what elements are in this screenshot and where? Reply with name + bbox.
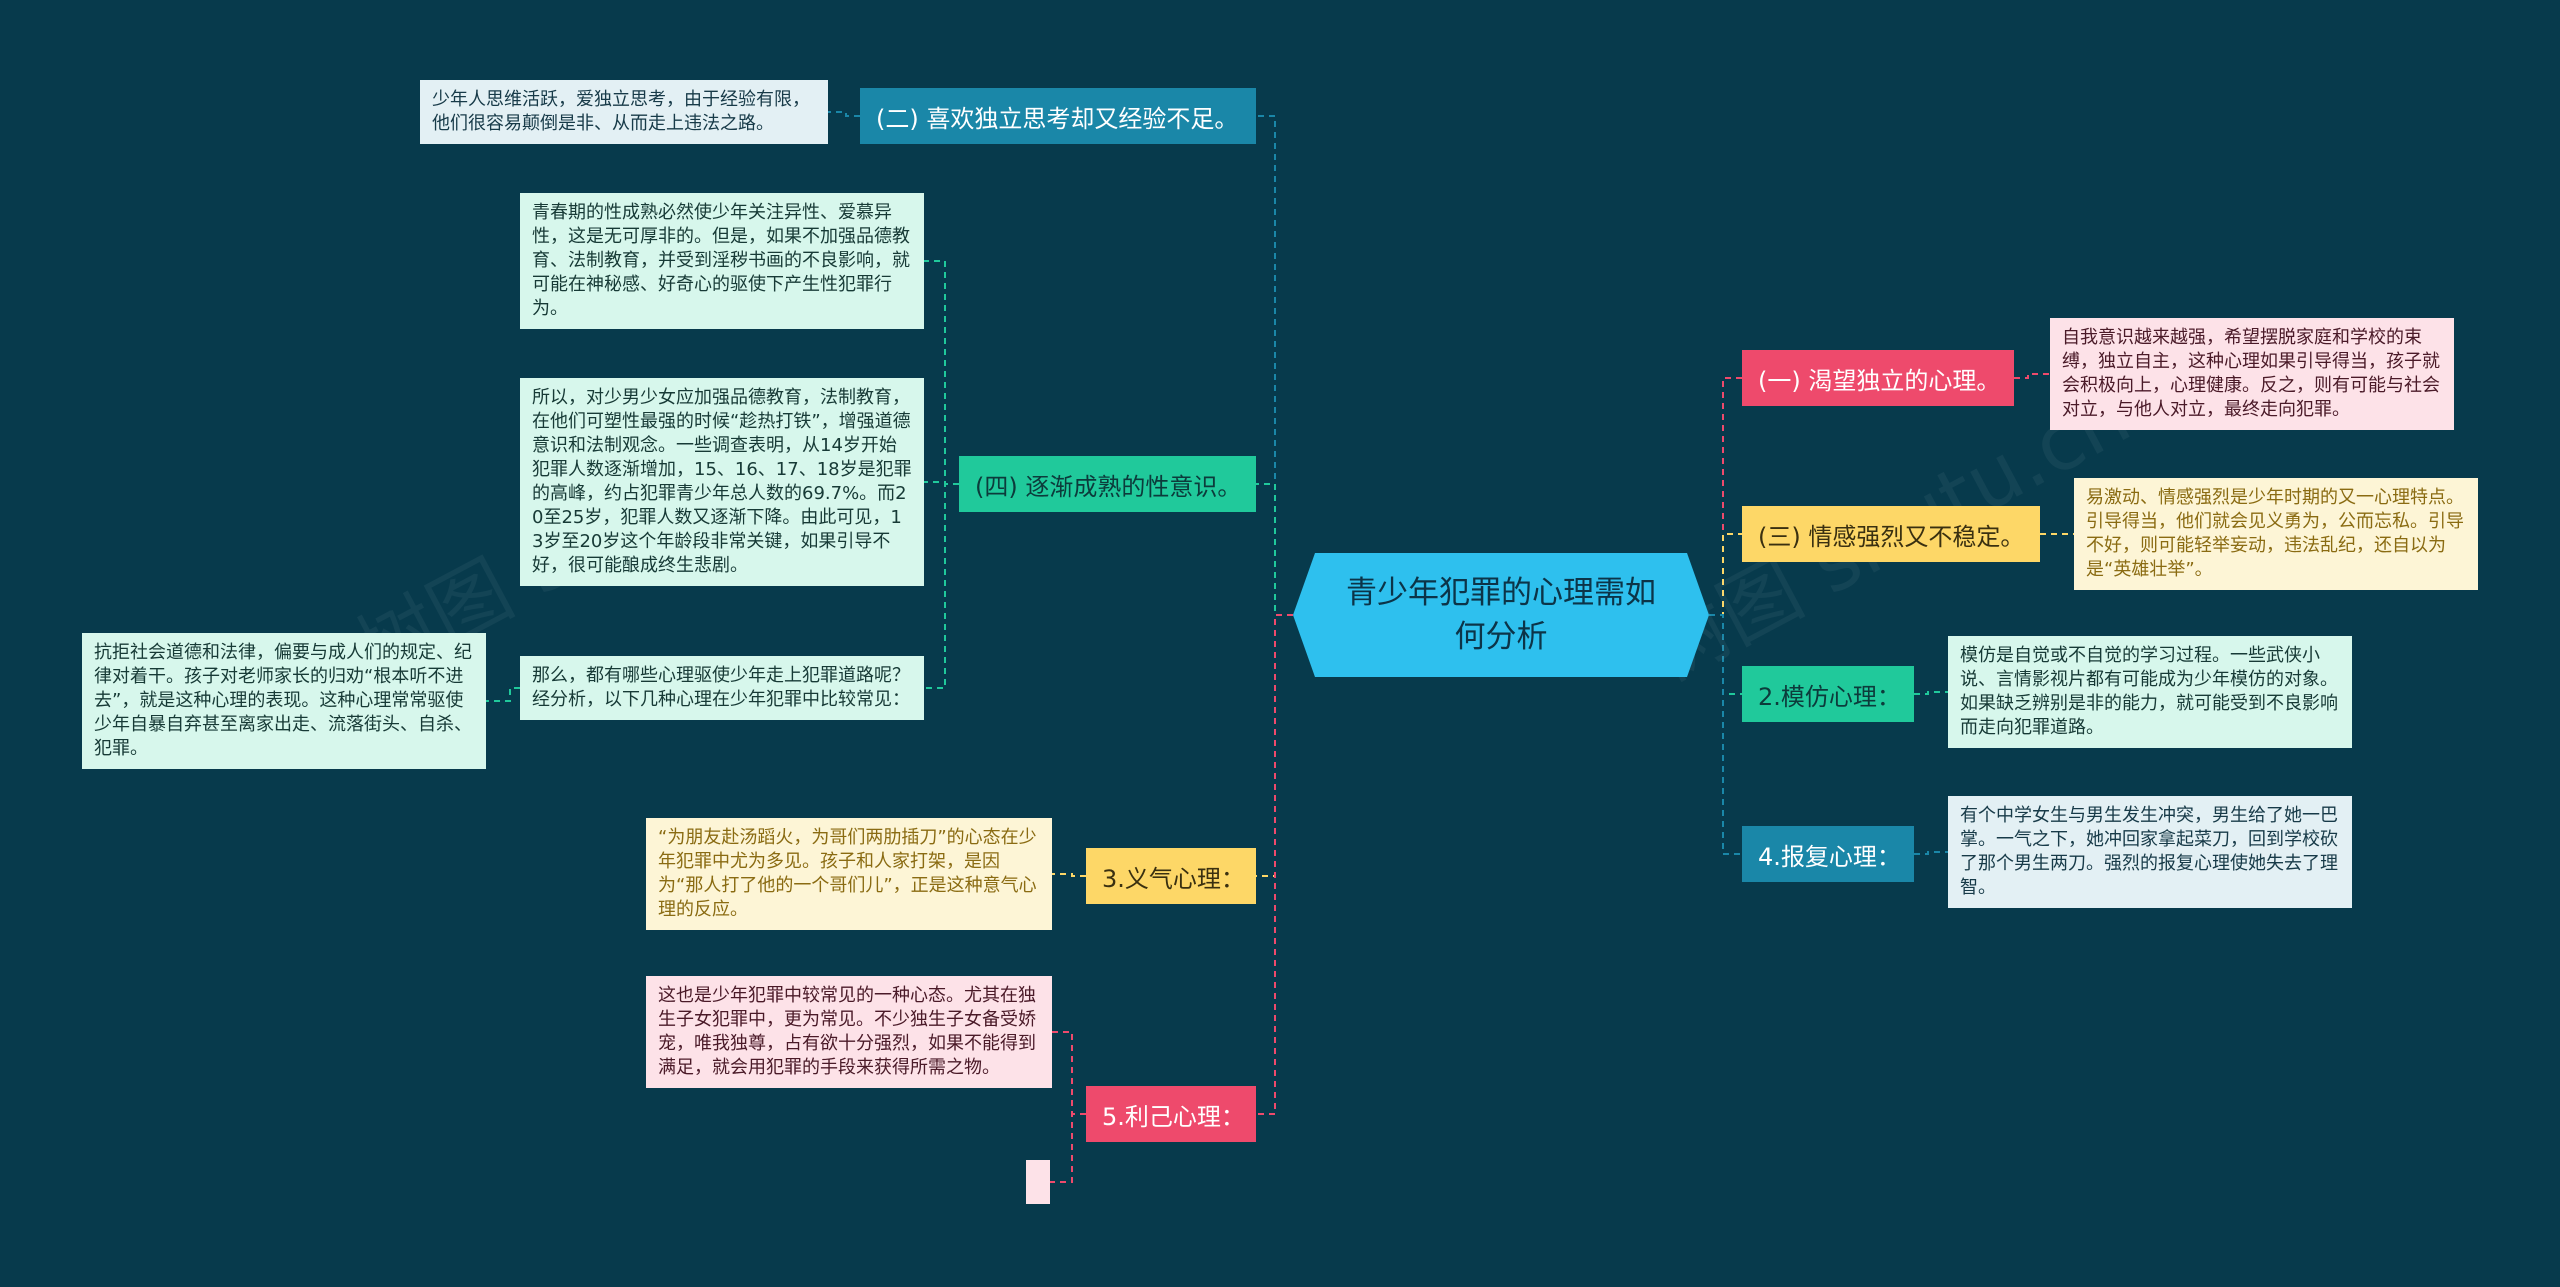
branch-loyalty-psychology[interactable]: 3.义气心理： [1086,848,1256,904]
branch-independent-thinking[interactable]: (二) 喜欢独立思考却又经验不足。 [860,88,1256,144]
note-common-psychologies: 那么，都有哪些心理驱使少年走上犯罪道路呢？经分析，以下几种心理在少年犯罪中比较常… [520,656,924,720]
connector-n4 [924,483,959,689]
note-moral-education: 所以，对少男少女应加强品德教育，法制教育，在他们可塑性最强的时候“趁热打铁”，增… [520,378,924,586]
note-emotions: 易激动、情感强烈是少年时期的又一心理特点。引导得当，他们就会见义勇为，公而忘私。… [2074,478,2478,590]
connector-n12 [1914,851,1948,855]
branch-sexual-awareness[interactable]: (四) 逐渐成熟的性意识。 [959,456,1256,512]
connector-n2 [924,260,959,485]
connector-n7 [1052,1031,1086,1115]
note-sexual-maturity: 青春期的性成熟必然使少年关注异性、爱慕异性，这是无可厚非的。但是，如果不加强品德… [520,193,924,329]
connector-b2 [1256,483,1293,616]
note-empty [1026,1160,1050,1204]
connector-b7 [1709,614,1742,695]
note-defiance: 抗拒社会道德和法律，偏要与成人们的规定、纪律对着干。孩子对老师家长的归劝“根本听… [82,633,486,769]
branch-desire-for-independence[interactable]: (一) 渴望独立的心理。 [1742,350,2014,406]
connector-n8 [1050,1113,1086,1183]
connector-n6 [1052,873,1086,877]
note-selfishness: 这也是少年犯罪中较常见的一种心态。尤其在独生子女犯罪中，更为常见。不少独生子女备… [646,976,1052,1088]
connector-b6 [1709,533,1742,616]
note-revenge: 有个中学女生与男生发生冲突，男生给了她一巴掌。一气之下，她冲回家拿起菜刀，回到学… [1948,796,2352,908]
branch-strong-unstable-emotions[interactable]: (三) 情感强烈又不稳定。 [1742,506,2040,562]
branch-imitation-psychology[interactable]: 2.模仿心理： [1742,666,1914,722]
branch-selfish-psychology[interactable]: 5.利己心理： [1086,1086,1256,1142]
branch-revenge-psychology[interactable]: 4.报复心理： [1742,826,1914,882]
note-independent-thinking: 少年人思维活跃，爱独立思考，由于经验有限，他们很容易颠倒是非、从而走上违法之路。 [420,80,828,144]
connector-n1 [828,111,860,117]
connector-n9 [2014,373,2050,379]
note-imitation: 模仿是自觉或不自觉的学习过程。一些武侠小说、言情影视片都有可能成为少年模仿的对象… [1948,636,2352,748]
note-independence: 自我意识越来越强，希望摆脱家庭和学校的束缚，独立自主，这种心理如果引导得当，孩子… [2050,318,2454,430]
connector-n11 [1914,691,1948,695]
connector-b1 [1256,115,1293,616]
connector-b8 [1709,614,1742,855]
connector-b5 [1709,377,1742,616]
central-topic[interactable]: 青少年犯罪的心理需如何分析 [1293,553,1709,677]
note-loyalty: “为朋友赴汤蹈火，为哥们两肋插刀”的心态在少年犯罪中尤为多见。孩子和人家打架，是… [646,818,1052,930]
connector-b4 [1256,614,1293,1115]
connector-n5 [486,687,520,702]
